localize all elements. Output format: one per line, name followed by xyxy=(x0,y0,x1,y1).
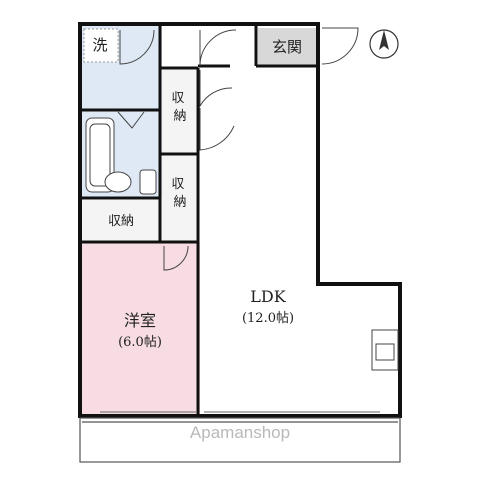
bath-fixtures xyxy=(85,117,157,195)
entrance-label: 玄関 xyxy=(272,38,302,56)
storage-label-1: 収 納 xyxy=(171,91,188,124)
entrance-area xyxy=(258,28,318,66)
western-room-area xyxy=(82,242,200,414)
western-room-label: 洋室 xyxy=(124,311,156,330)
toilet xyxy=(104,171,132,193)
storage-label-3: 収納 xyxy=(108,214,134,229)
watermark: Apamanshop xyxy=(190,423,290,442)
ldk-size: (12.0帖) xyxy=(242,311,294,326)
storage-label-2: 収 納 xyxy=(171,177,188,210)
storage-area-2 xyxy=(162,156,196,242)
storage-label-char: 納 xyxy=(173,109,186,124)
ldk-label: LDK xyxy=(250,287,286,306)
storage-label-char: 納 xyxy=(173,195,186,210)
door-swings xyxy=(117,27,359,271)
bathtub xyxy=(85,117,115,193)
toilet-tank xyxy=(139,169,157,195)
storage-label-2-text: 収 xyxy=(171,177,184,192)
balcony xyxy=(79,417,401,463)
north-arrow-icon xyxy=(369,29,399,59)
storage-label-1-text: 収 xyxy=(171,91,184,106)
laundry-label: 洗 xyxy=(92,36,107,54)
storage-area-1 xyxy=(162,70,196,154)
laundry-sink-box xyxy=(83,28,119,63)
interior-walls xyxy=(82,26,318,414)
storage-area-3 xyxy=(82,200,160,240)
kitchen-counter xyxy=(371,329,399,371)
western-room-size: (6.0帖) xyxy=(118,335,162,350)
